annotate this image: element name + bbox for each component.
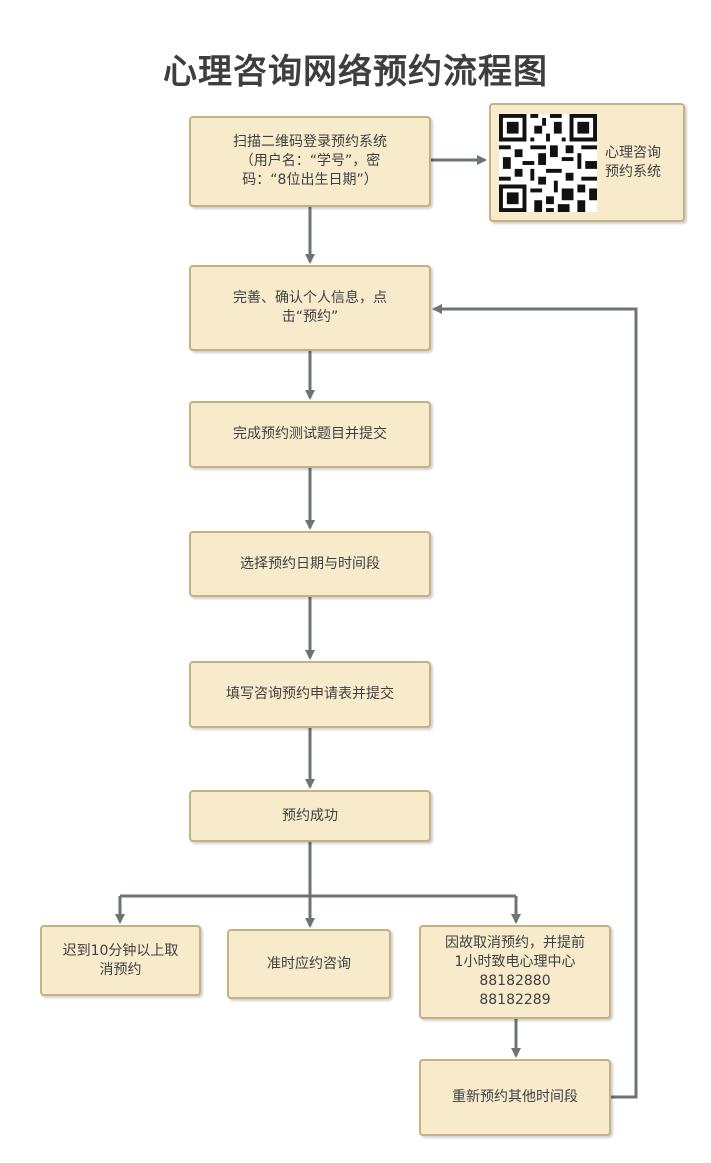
outcome-on-time: 准时应约咨询	[227, 929, 391, 999]
step-fill-label: 填写咨询预约申请表并提交	[226, 686, 394, 702]
step-success: 预约成功	[189, 790, 431, 842]
outcome-cancel-phone-1: 88182880	[479, 973, 551, 989]
outcome-cancel-line-2: 1小时致电心理中心	[454, 954, 576, 970]
step-select-time: 选择预约日期与时间段	[189, 531, 431, 597]
step-complete-test: 完成预约测试题目并提交	[189, 401, 431, 468]
qr-code-image	[499, 113, 597, 212]
outcome-ontime-label: 准时应约咨询	[267, 955, 351, 972]
step-test-label: 完成预约测试题目并提交	[233, 426, 387, 442]
step-confirm-info: 完善、确认个人信息，点 击“预约”	[189, 265, 431, 351]
outcome-cancel-line-1: 因故取消预约，并提前	[445, 935, 585, 951]
step-rebook: 重新预约其他时间段	[419, 1059, 611, 1136]
step-scan-line-2: （用户名：“学号”，密	[239, 153, 381, 169]
outcome-cancel-call: 因故取消预约，并提前 1小时致电心理中心 88182880 88182289	[419, 925, 611, 1019]
step-scan-line-3: 码：“8位出生日期”）	[242, 172, 378, 188]
arrow-rebook-loop	[432, 304, 638, 1099]
step-scan-line-1: 扫描二维码登录预约系统	[233, 134, 387, 150]
qr-label-line-2: 预约系统	[605, 163, 661, 180]
step-rebook-label: 重新预约其他时间段	[452, 1089, 578, 1105]
step-select-label: 选择预约日期与时间段	[240, 555, 380, 572]
step-scan-qr-login: 扫描二维码登录预约系统 （用户名：“学号”，密 码：“8位出生日期”）	[189, 116, 431, 207]
outcome-late-cancel: 迟到10分钟以上取 消预约	[40, 925, 201, 996]
outcome-late-line-2: 消预约	[99, 961, 142, 978]
outcome-cancel-phone-2: 88182289	[479, 992, 551, 1008]
step-success-label: 预约成功	[282, 807, 338, 824]
qr-label-line-1: 心理咨询	[605, 144, 661, 161]
page-title: 心理咨询网络预约流程图	[163, 52, 548, 92]
step-confirm-line-1: 完善、确认个人信息，点	[233, 290, 387, 306]
qr-code-panel: 心理咨询 预约系统	[489, 103, 685, 222]
step-confirm-line-2: 击“预约”	[281, 309, 339, 325]
outcome-late-line-1: 迟到10分钟以上取	[62, 942, 179, 959]
step-fill-form: 填写咨询预约申请表并提交	[189, 661, 431, 728]
